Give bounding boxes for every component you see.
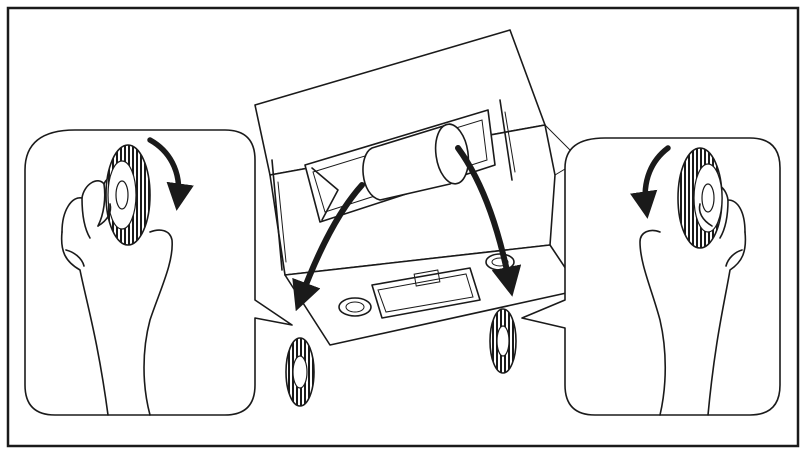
carbon-filter-right [490,309,516,373]
filter-mount-right [486,254,514,270]
callout-left [25,130,292,415]
carbon-filter-left [286,338,314,406]
filter-in-right-hand [678,148,722,248]
filter-mount-left [339,298,371,316]
filter-in-left-hand [106,145,150,245]
